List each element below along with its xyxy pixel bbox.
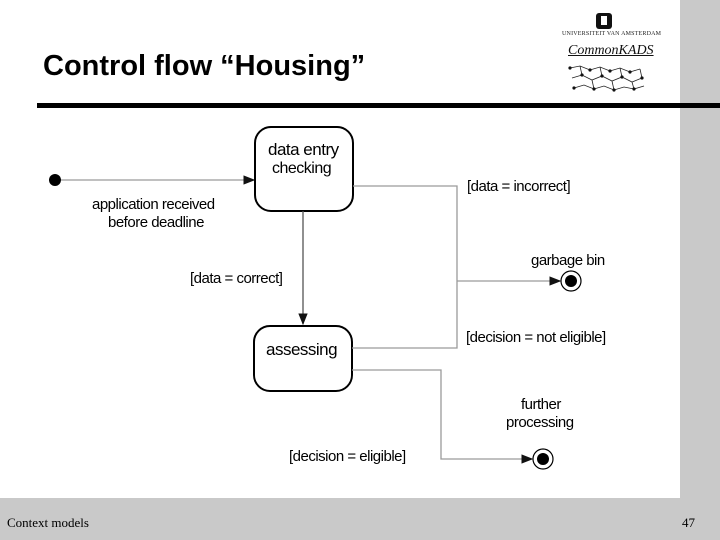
state-data-entry-checking: [254, 126, 354, 212]
initial-state-node: [49, 174, 61, 186]
label-further: further: [521, 396, 561, 413]
commonkads-logo: UNIVERSITEIT VAN AMSTERDAM CommonKADS: [562, 10, 662, 94]
label-garbage-bin: garbage bin: [531, 252, 605, 269]
transition-eligible-arrow: [352, 369, 534, 464]
state-data-entry-label: data entry: [268, 140, 340, 159]
slide-footer-band: [0, 498, 720, 540]
label-data-incorrect: [data = incorrect]: [467, 178, 570, 195]
final-state-garbage-bin-core: [565, 275, 577, 287]
university-crest-icon: [596, 13, 612, 29]
label-application-received: application received: [92, 196, 215, 213]
transition-data-incorrect-line: [353, 185, 458, 281]
label-data-correct: [data = correct]: [190, 270, 283, 287]
footer-section-title: Context models: [7, 515, 89, 530]
footer-page-number: 47: [682, 515, 695, 530]
state-assessing: [253, 325, 353, 392]
label-before-deadline: before deadline: [108, 214, 204, 231]
state-checking-label: checking: [272, 160, 331, 177]
logo-brand-name: CommonKADS: [568, 43, 654, 58]
logo-university-name: UNIVERSITEIT VAN AMSTERDAM: [562, 31, 662, 37]
label-decision-eligible: [decision = eligible]: [289, 448, 406, 465]
logo-network-icon: [568, 65, 645, 92]
slide-title: Control flow “Housing”: [43, 50, 366, 82]
title-divider: [37, 103, 720, 108]
label-processing: processing: [506, 414, 574, 431]
state-assessing-label: assessing: [266, 340, 337, 359]
transition-not-eligible-line: [352, 281, 458, 349]
slide-right-band: [680, 0, 720, 540]
final-state-further-processing-core: [537, 453, 549, 465]
label-decision-not-eligible: [decision = not eligible]: [466, 329, 606, 346]
